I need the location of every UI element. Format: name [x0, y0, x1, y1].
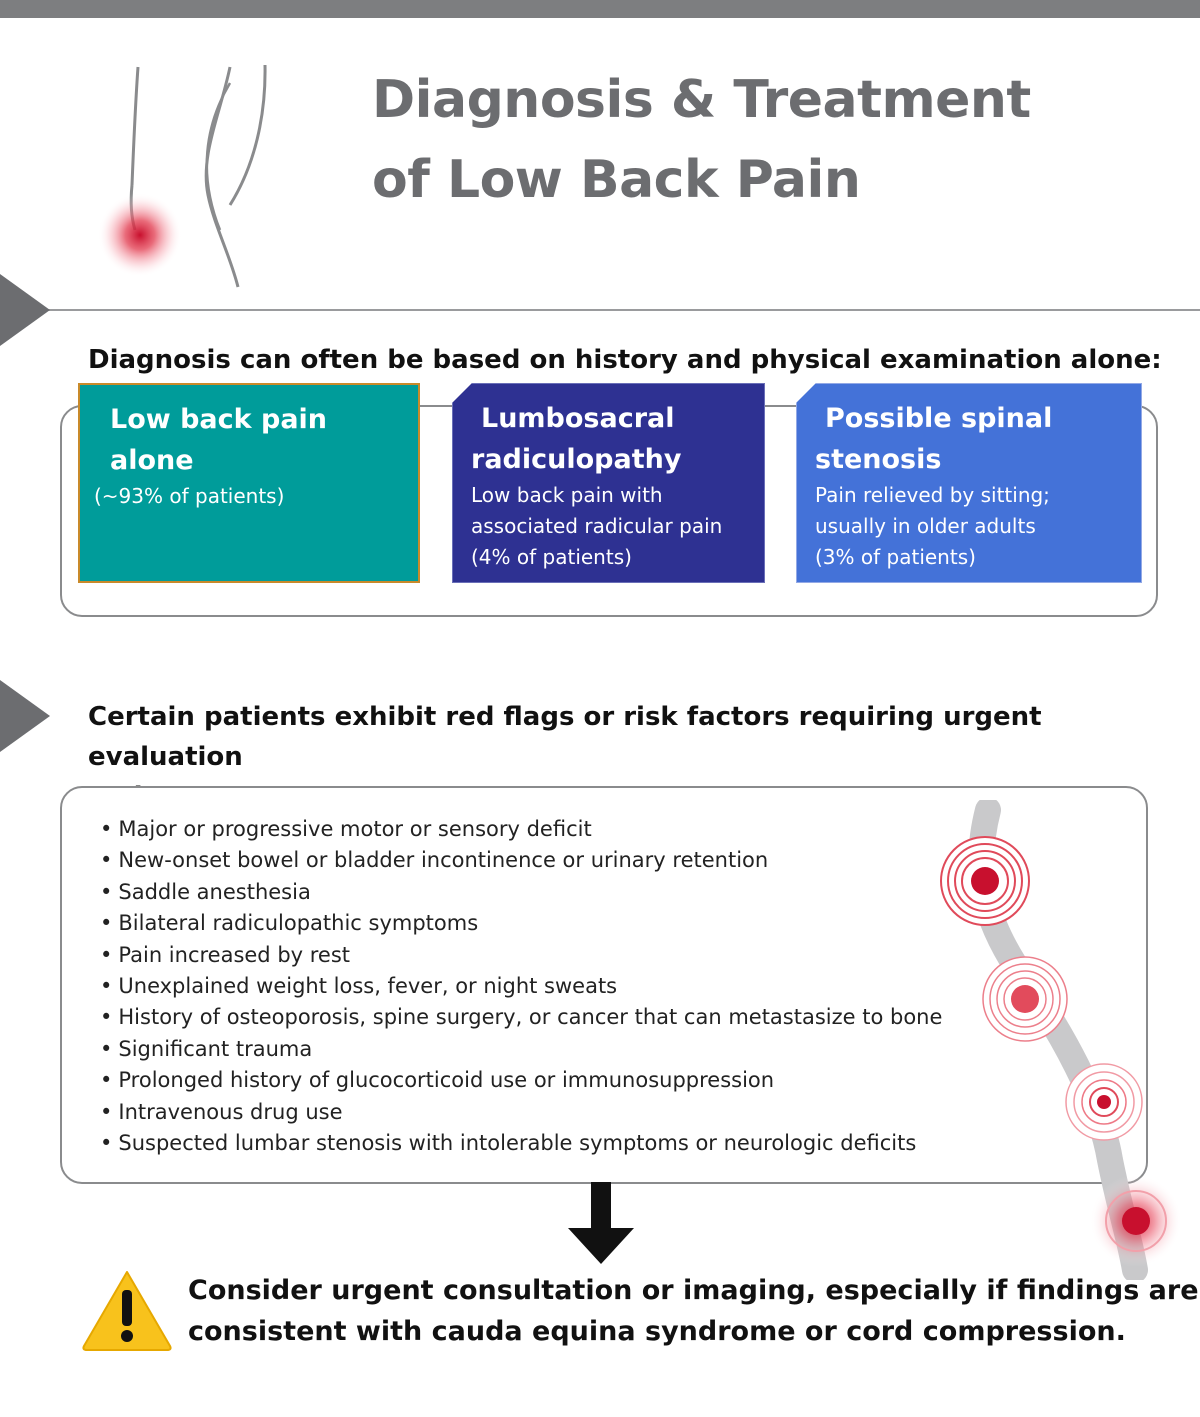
- page-title: Diagnosis & Treatment of Low Back Pain: [372, 60, 1152, 220]
- pain-rings-icon: [1065, 1063, 1143, 1141]
- category-title-line-1: Possible spinal: [825, 403, 1053, 434]
- spine-red-flag-illustration: [940, 800, 1182, 1280]
- diagnosis-heading: Diagnosis can often be based on history …: [88, 345, 1162, 375]
- top-bar: [0, 0, 1200, 18]
- category-title-line-1: Lumbosacral: [481, 403, 675, 434]
- pain-rings-icon: [940, 836, 1030, 926]
- pain-point-icon: [98, 193, 182, 277]
- section-marker-icon: [0, 274, 50, 346]
- title-line-2: of Low Back Pain: [372, 150, 861, 210]
- list-item: Unexplained weight loss, fever, or night…: [100, 971, 942, 1002]
- list-item: Intravenous drug use: [100, 1097, 942, 1128]
- category-desc-line-2: associated radicular pain: [471, 514, 723, 538]
- list-item: Saddle anesthesia: [100, 877, 942, 908]
- list-item: Prolonged history of glucocorticoid use …: [100, 1065, 942, 1096]
- pain-glow-icon: [1090, 1175, 1182, 1267]
- list-item: History of osteoporosis, spine surgery, …: [100, 1002, 942, 1033]
- title-line-1: Diagnosis & Treatment: [372, 70, 1031, 130]
- red-flags-list: Major or progressive motor or sensory de…: [100, 814, 942, 1159]
- pain-rings-icon: [982, 956, 1068, 1042]
- spine-pain-illustration: [98, 64, 267, 288]
- section-marker-icon: [0, 680, 50, 752]
- category-subtitle: (~93% of patients): [94, 484, 285, 508]
- section-divider: [40, 309, 1200, 311]
- list-item: Significant trauma: [100, 1034, 942, 1065]
- category-low-back-pain-alone: Low back pain alone (~93% of patients): [78, 383, 420, 583]
- list-item: Bilateral radiculopathic symptoms: [100, 908, 942, 939]
- warning-icon: [82, 1271, 172, 1351]
- conclusion-line-1: Consider urgent consultation or imaging,…: [188, 1275, 1199, 1306]
- category-desc-line-3: (3% of patients): [815, 545, 976, 569]
- list-item: Pain increased by rest: [100, 940, 942, 971]
- conclusion-line-2: consistent with cauda equina syndrome or…: [188, 1316, 1126, 1347]
- list-item: Suspected lumbar stenosis with intolerab…: [100, 1128, 942, 1159]
- category-title: Low back pain alone: [110, 404, 328, 476]
- down-arrow-icon: [568, 1182, 634, 1264]
- category-desc-line-1: Low back pain with: [471, 483, 663, 507]
- list-item: Major or progressive motor or sensory de…: [100, 814, 942, 845]
- category-desc-line-3: (4% of patients): [471, 545, 632, 569]
- category-title-line-2: stenosis: [815, 444, 942, 475]
- category-title-line-2: radiculopathy: [471, 444, 682, 475]
- category-lumbosacral-radiculopathy: Lumbosacral radiculopathy Low back pain …: [452, 383, 765, 583]
- red-flags-heading-line-1: Certain patients exhibit red flags or ri…: [88, 702, 1042, 772]
- conclusion-text: Consider urgent consultation or imaging,…: [188, 1270, 1199, 1352]
- category-desc-line-2: usually in older adults: [815, 514, 1036, 538]
- list-item: New-onset bowel or bladder incontinence …: [100, 845, 942, 876]
- category-desc-line-1: Pain relieved by sitting;: [815, 483, 1050, 507]
- category-possible-spinal-stenosis: Possible spinal stenosis Pain relieved b…: [796, 383, 1142, 583]
